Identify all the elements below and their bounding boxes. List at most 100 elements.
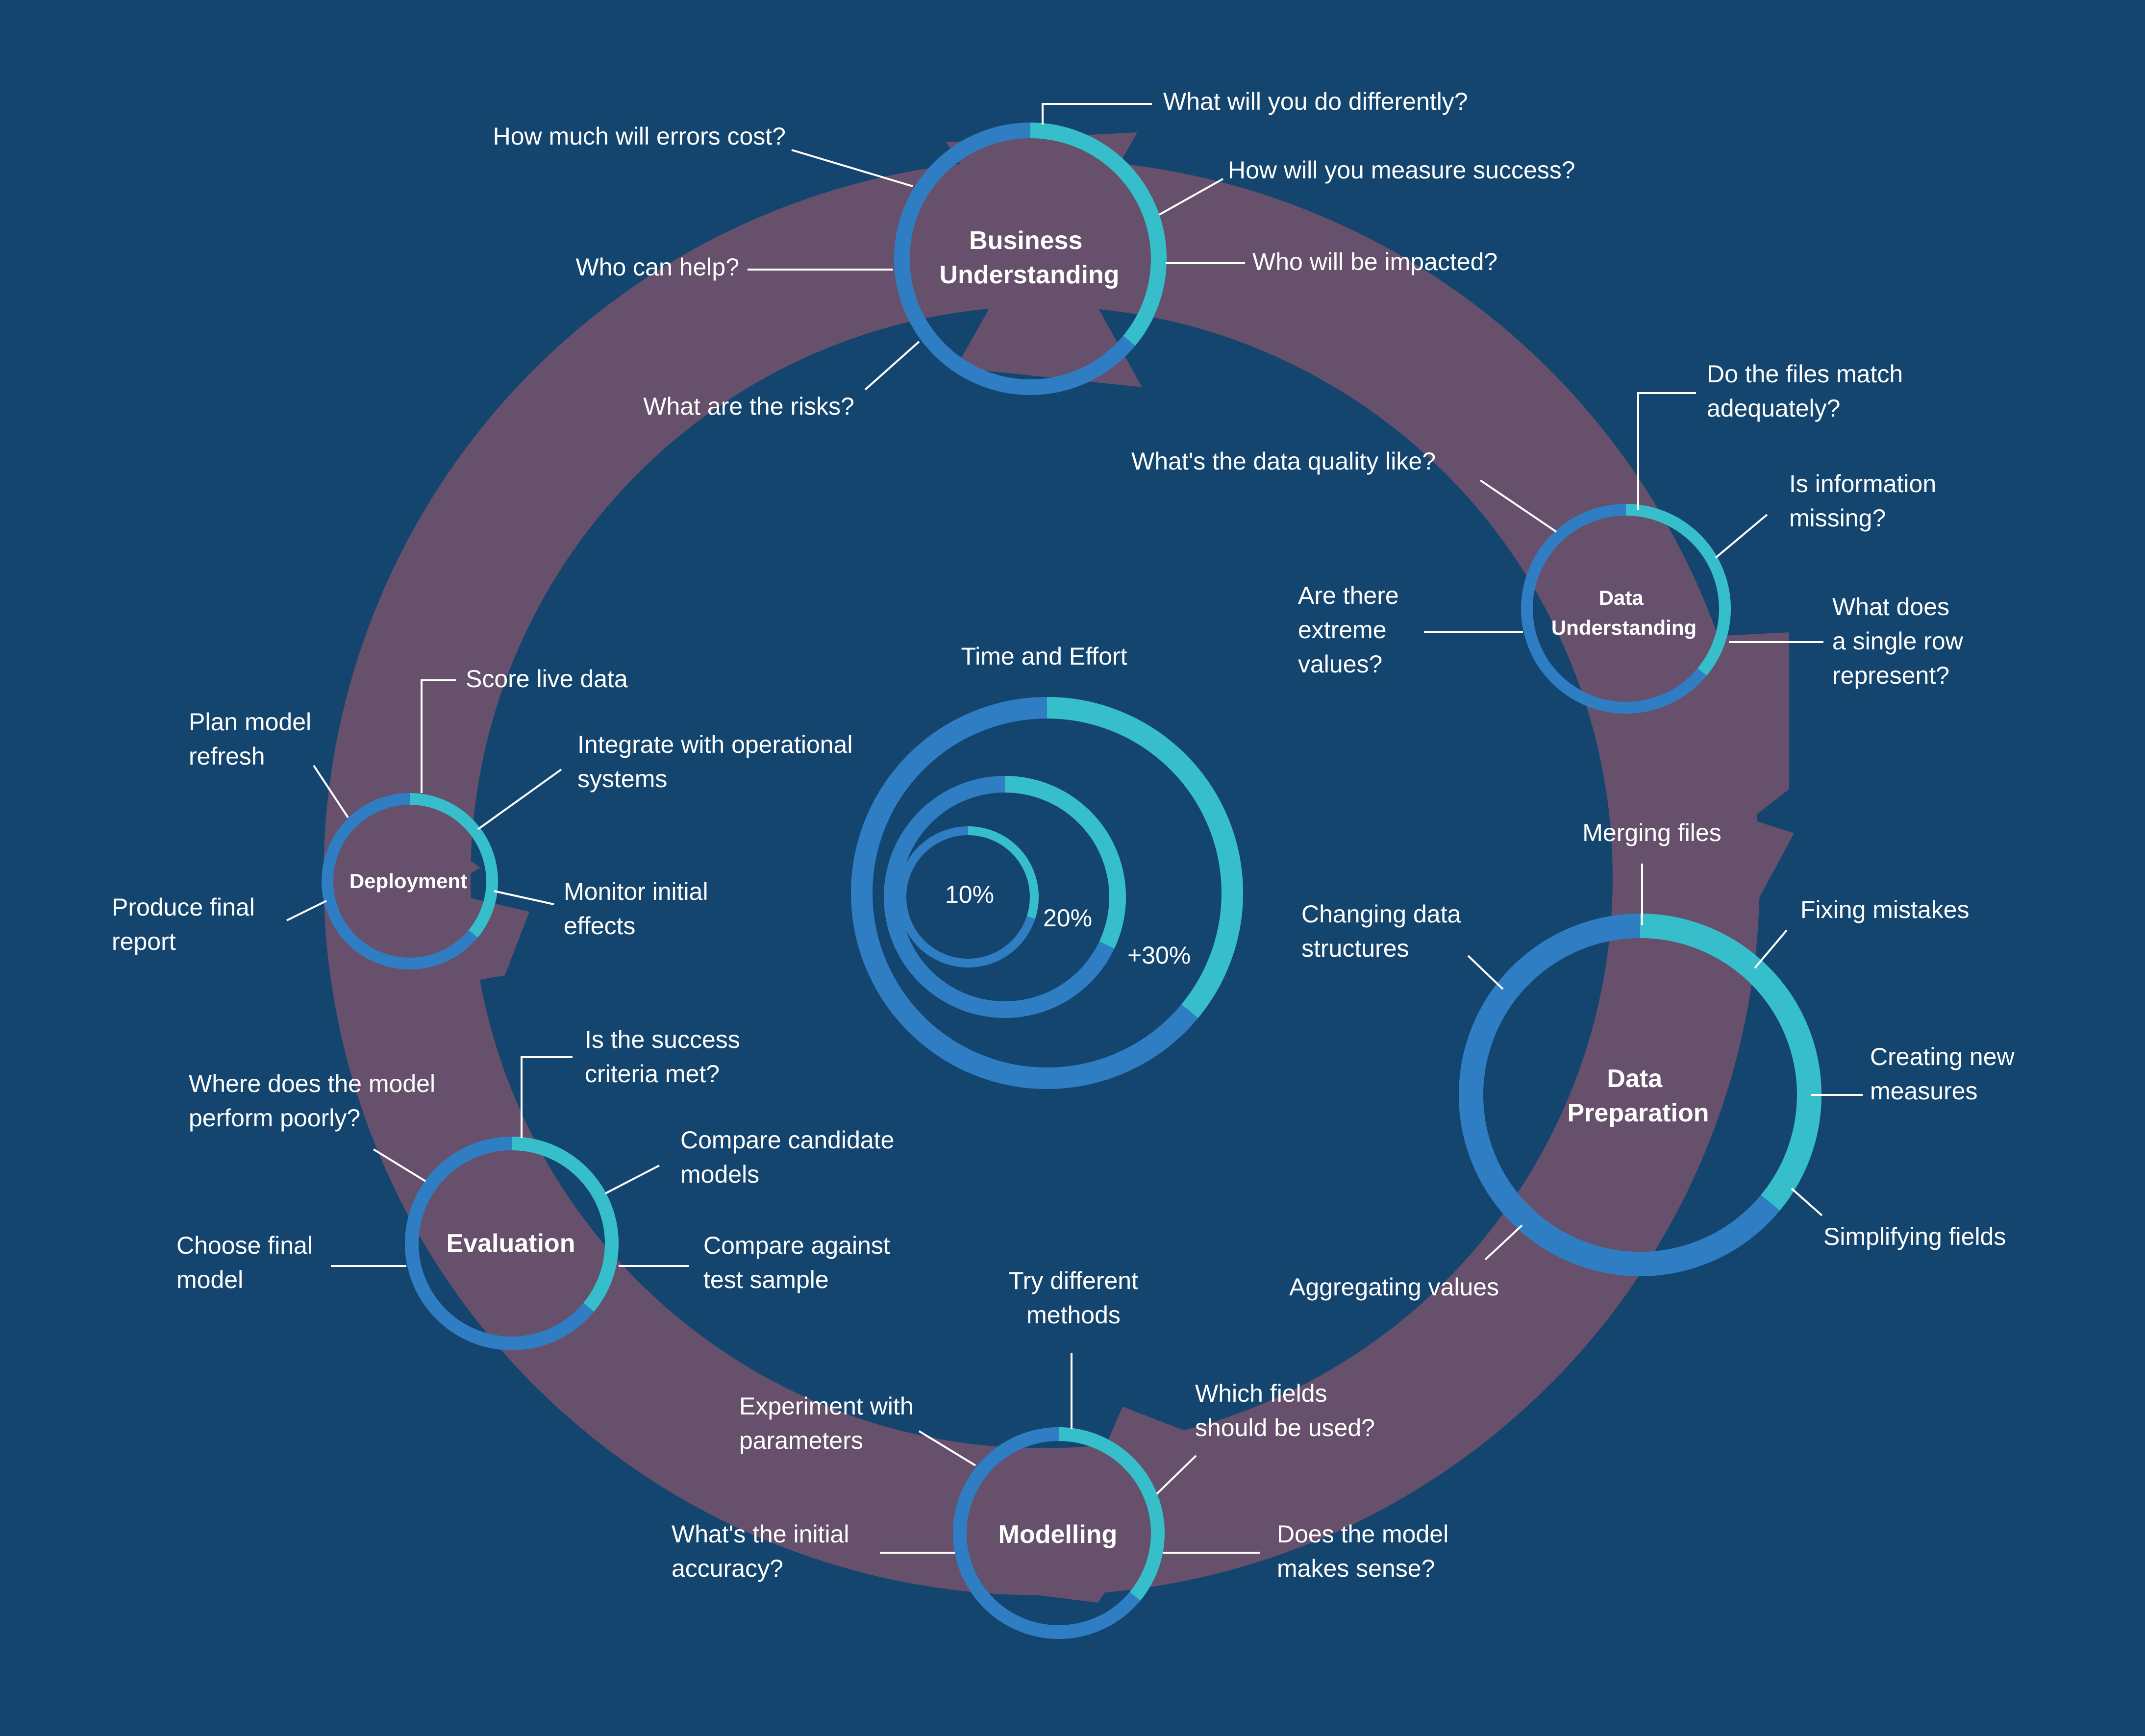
- question-line: structures: [1301, 935, 1409, 962]
- dp-question-fixing: Fixing mistakes: [1800, 896, 1970, 923]
- question-line: Experiment with: [739, 1392, 914, 1420]
- data-understanding-label: Data Understanding: [1551, 586, 1696, 639]
- effort-label-10: 10%: [945, 881, 994, 908]
- leader-du-info-missing: [1715, 514, 1768, 559]
- leader-dp-fixing: [1754, 929, 1788, 969]
- effort-label-20: 20%: [1043, 904, 1092, 932]
- leader-du-data-quality: [1479, 479, 1557, 533]
- leader-bu-measure-success: [1159, 178, 1223, 216]
- stage-modelling: Modelling: [953, 1427, 1165, 1639]
- question-line: model: [176, 1266, 243, 1293]
- du-question-files-match: Do the files match adequately?: [1707, 360, 1903, 422]
- ev-question-criteria-met: Is the success criteria met?: [585, 1026, 740, 1088]
- business-understanding-ring-accent: [894, 123, 1167, 395]
- question-line: Choose final: [176, 1232, 313, 1259]
- question-line: a single row: [1832, 627, 1964, 655]
- stage-business-understanding: Business Understanding: [894, 123, 1167, 395]
- question-line: Produce final: [112, 893, 255, 921]
- leader-ev-criteria-met: [521, 1056, 573, 1138]
- arrowhead-data-understanding-to-preparation: [1603, 632, 1789, 877]
- leader-bu-errors-cost: [791, 149, 913, 187]
- question-line: effects: [564, 912, 635, 940]
- bu-question-risks: What are the risks?: [643, 393, 854, 420]
- effort-ring-middle-accent: [884, 776, 1126, 1018]
- deployment-ring-accent: [322, 793, 498, 969]
- bu-question-measure-success: How will you measure success?: [1228, 156, 1575, 184]
- question-line: missing?: [1789, 504, 1886, 532]
- deployment-label: Deployment: [349, 869, 467, 893]
- question-line: extreme: [1298, 616, 1387, 644]
- arrowhead-modelling-to-evaluation: [980, 1407, 1186, 1603]
- leader-de-score-live: [421, 679, 456, 793]
- question-line: values?: [1298, 650, 1382, 678]
- question-line: makes sense?: [1277, 1555, 1435, 1582]
- modelling-label: Modelling: [998, 1520, 1118, 1549]
- ev-question-perform-poorly: Where does the model perform poorly?: [189, 1070, 435, 1132]
- question-line: Try different: [1009, 1267, 1138, 1294]
- leader-de-plan-refresh: [313, 765, 349, 818]
- mo-question-makes-sense: Does the model makes sense?: [1277, 1520, 1448, 1582]
- arrowhead-deployment-to-business: [343, 774, 480, 936]
- de-question-integrate: Integrate with operational systems: [577, 731, 852, 793]
- stage-deployment: Deployment: [322, 793, 498, 969]
- question-line: Monitor initial: [564, 878, 708, 905]
- stage-data-preparation: Data Preparation: [1459, 914, 1821, 1276]
- data-understanding-ring-accent: [1521, 504, 1731, 714]
- leader-ev-perform-poorly: [373, 1148, 426, 1182]
- question-line: Does the model: [1277, 1520, 1448, 1548]
- leader-ev-candidate: [605, 1165, 660, 1194]
- question-line: criteria met?: [585, 1060, 720, 1088]
- evaluation-label: Evaluation: [447, 1229, 575, 1258]
- leader-bu-do-differently: [1042, 103, 1152, 124]
- question-line: What's the initial: [672, 1520, 849, 1548]
- effort-label-30: +30%: [1127, 942, 1191, 969]
- question-line: parameters: [739, 1427, 863, 1454]
- question-line: What does: [1832, 593, 1949, 620]
- arrowhead-evaluation-to-deployment: [422, 897, 529, 990]
- de-question-monitor: Monitor initial effects: [564, 878, 708, 940]
- stage-data-understanding: Data Understanding: [1521, 504, 1731, 714]
- question-line: test sample: [703, 1266, 829, 1293]
- leader-mo-experiment: [918, 1430, 976, 1466]
- bu-question-do-differently: What will you do differently?: [1163, 88, 1468, 115]
- stage-evaluation: Evaluation: [405, 1137, 619, 1350]
- business-understanding-label: Business Understanding: [940, 226, 1120, 289]
- question-line: Is the success: [585, 1026, 740, 1053]
- ev-question-final-model: Choose final model: [176, 1232, 313, 1293]
- question-line: represent?: [1832, 662, 1949, 689]
- data-preparation-label: Data Preparation: [1568, 1065, 1709, 1127]
- mo-question-experiment: Experiment with parameters: [739, 1392, 914, 1454]
- question-line: Changing data: [1301, 900, 1461, 928]
- bu-question-impacted: Who will be impacted?: [1252, 248, 1497, 275]
- leader-de-monitor: [494, 890, 554, 905]
- question-line: Integrate with operational: [577, 731, 852, 758]
- de-question-score-live: Score live data: [466, 665, 628, 693]
- leader-du-files-match: [1637, 392, 1696, 510]
- question-line: adequately?: [1707, 395, 1840, 422]
- question-line: Where does the model: [189, 1070, 435, 1097]
- dp-question-aggregating: Aggregating values: [1289, 1273, 1499, 1301]
- time-and-effort: Time and Effort 10% 20% +30%: [851, 643, 1243, 1089]
- leader-de-integrate: [477, 769, 562, 830]
- bu-question-errors-cost: How much will errors cost?: [493, 123, 786, 150]
- question-line: systems: [577, 765, 667, 793]
- ev-question-candidate: Compare candidate models: [680, 1126, 894, 1188]
- leader-bu-risks: [864, 341, 920, 391]
- leader-lines: [286, 103, 1863, 1554]
- dp-question-merging: Merging files: [1582, 819, 1721, 846]
- question-line: perform poorly?: [189, 1104, 360, 1132]
- question-line: Compare candidate: [680, 1126, 894, 1154]
- dp-question-simplifying: Simplifying fields: [1823, 1223, 2006, 1250]
- question-line: models: [680, 1161, 759, 1188]
- arrowhead-business-to-data-understanding: [946, 132, 1142, 387]
- question-line: Do the files match: [1707, 360, 1903, 388]
